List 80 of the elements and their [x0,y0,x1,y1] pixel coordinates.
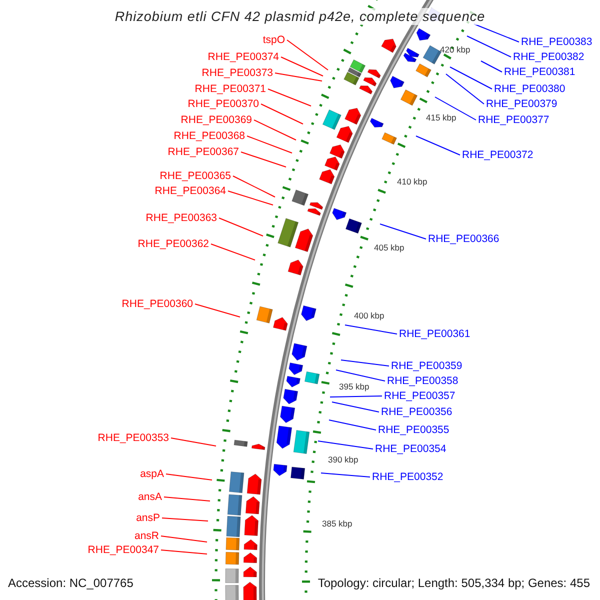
leader-line [434,96,476,120]
gene-label: RHE_PE00382 [513,51,584,63]
leader-line [344,324,398,334]
gene-label: RHE_PE00352 [372,471,444,483]
leader-line [210,244,256,260]
leader-line [446,74,484,104]
gene-label: ansR [134,530,159,542]
leader-line [246,136,292,154]
scale-label: 385 kbp [322,520,352,528]
gene-label: RHE_PE00374 [208,51,279,63]
leader-line [474,24,520,42]
leader-line [336,370,386,382]
gene-label: RHE_PE00354 [375,443,446,455]
leader-line [232,176,276,198]
leader-line [164,496,210,502]
leader-line [194,304,240,318]
gene-label: RHE_PE00347 [88,544,159,556]
gene-label: ansP [136,512,160,524]
leader-line [160,550,208,554]
gene-label: RHE_PE00372 [462,149,534,161]
leader-line [170,438,216,446]
leader-line [218,218,264,236]
leader-line [162,518,208,522]
leader-line [166,474,212,480]
leader-line [320,472,370,478]
gene-label: RHE_PE00355 [378,424,450,436]
leader-line [330,396,382,398]
gene-label: RHE_PE00379 [486,98,558,110]
gene-label: RHE_PE00377 [478,114,550,126]
leader-line [260,104,304,124]
gene-label: RHE_PE00381 [504,66,576,78]
leader-line [328,420,376,430]
leader-line [254,120,296,140]
gene-label: RHE_PE00367 [168,146,239,158]
leader-line [332,402,380,412]
gene-label: RHE_PE00364 [154,185,226,197]
gene-label: RHE_PE00380 [494,83,566,95]
leader-line [160,536,208,542]
leader-line [340,360,390,366]
scale-label: 405 kbp [374,244,404,252]
gene-label: RHE_PE00368 [174,130,245,142]
gene-label: RHE_PE00370 [188,98,259,110]
leader-line [416,136,460,156]
scale-label: 420 kbp [440,46,470,54]
gene-label: RHE_PE00362 [138,238,209,250]
gene-label: RHE_PE00360 [122,298,193,310]
leader-line [480,60,502,72]
gene-label: RHE_PE00373 [202,67,273,79]
gene-label: RHE_PE00369 [180,114,252,126]
leader-line [268,88,312,106]
leader-line [450,66,492,90]
gene-label: aspA [140,468,164,480]
leader-line [466,36,512,58]
leader-line [240,152,286,168]
gene-label: RHE_PE00361 [399,328,470,340]
gene-label: ansA [138,491,162,503]
leader-line [274,72,322,82]
scale-label: 415 kbp [426,114,456,122]
leader-line [380,224,426,240]
gene-label: RHE_PE00365 [160,170,231,182]
gene-label: RHE_PE00356 [381,406,452,418]
gene-label: RHE_PE00359 [391,360,462,372]
leader-line [280,56,324,76]
leader-line [286,40,328,70]
gene-label: RHE_PE00358 [387,375,458,387]
scale-label: 390 kbp [328,456,358,464]
gene-label: RHE_PE00366 [428,233,500,245]
gene-label: RHE_PE00363 [146,212,217,224]
gene-label: RHE_PE00371 [194,83,266,95]
gene-label: RHE_PE00383 [521,36,592,48]
leader-line [318,440,374,450]
scale-label: 410 kbp [397,178,428,186]
gene-label: tspO [262,34,285,46]
gene-label: RHE_PE00357 [384,390,456,402]
scale-label: 395 kbp [339,382,370,392]
scale-label: 400 kbp [354,312,384,320]
footer-text: Accession: NC_007765 [8,576,134,590]
leader-line [228,190,274,206]
footer-text: Topology: circular; Length: 505,334 bp; Genes: 455 [318,576,590,590]
gene-label: RHE_PE00353 [98,432,169,444]
